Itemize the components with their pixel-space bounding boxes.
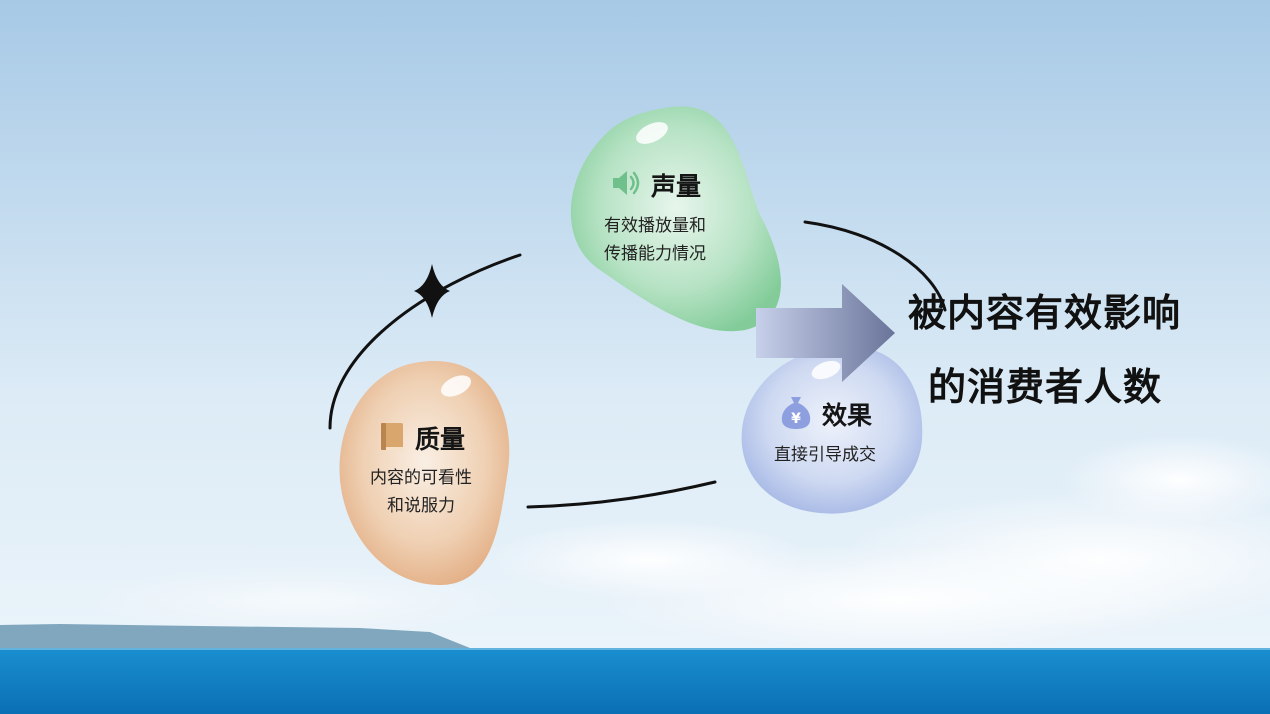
blob-effect (741, 345, 923, 514)
node-quality-desc-1: 内容的可看性 (370, 468, 472, 488)
node-quality-title: 质量 (414, 425, 465, 454)
node-quality: 质量 内容的可看性 和说服力 (343, 420, 499, 520)
result-line-1: 被内容有效影响 (908, 291, 1182, 335)
node-effect-desc-1: 直接引导成交 (774, 445, 876, 465)
arrow-right-icon (756, 284, 895, 382)
clouds (80, 435, 1270, 655)
sea (0, 648, 1270, 714)
book-icon (377, 420, 407, 456)
result-line-2: 的消费者人数 (928, 365, 1163, 409)
arc-bottom (526, 480, 717, 509)
arc-left (328, 253, 522, 430)
node-volume: 声量 有效播放量和 传播能力情况 (575, 166, 735, 268)
blob-quality (339, 361, 510, 585)
blob-volume (570, 106, 781, 332)
node-quality-desc-2: 和说服力 (387, 496, 455, 516)
svg-text:¥: ¥ (791, 411, 801, 427)
cycle-arcs (328, 220, 947, 509)
node-effect: ¥ 效果 直接引导成交 (752, 393, 898, 469)
node-volume-title: 声量 (650, 172, 701, 201)
node-volume-desc-2: 传播能力情况 (604, 244, 706, 264)
node-effect-title: 效果 (821, 401, 872, 430)
money-bag-icon: ¥ (778, 393, 814, 435)
arc-right (803, 220, 947, 312)
node-volume-desc-1: 有效播放量和 (604, 216, 706, 236)
island (0, 624, 470, 650)
speaker-icon (609, 166, 643, 204)
sparkle-icon (414, 264, 450, 318)
